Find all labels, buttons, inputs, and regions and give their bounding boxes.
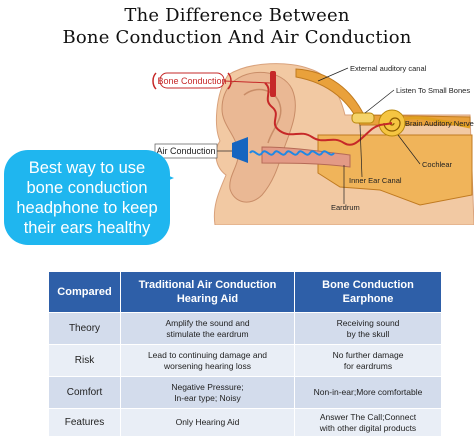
table-row: Comfort Negative Pressure;In-ear type; N… <box>48 376 442 409</box>
title-line-1: The Difference Between <box>124 5 350 26</box>
cell-line: Receiving sound <box>336 317 400 328</box>
row-label: Comfort <box>48 376 121 409</box>
label-brain-auditory-nerve: Brain Auditory Nerve <box>405 119 474 128</box>
small-bones-icon <box>351 112 375 124</box>
bubble-line-4: their ears healthy <box>23 219 151 237</box>
label-eardrum: Eardrum <box>331 203 360 212</box>
label-bone-conduction: Bone Conduction <box>157 76 226 86</box>
comparison-table: Compared Traditional Air Conduction Hear… <box>48 271 442 437</box>
label-inner-ear-canal: Inner Ear Canal <box>349 176 402 185</box>
auditory-nerve <box>403 116 471 129</box>
header-traditional-line-1: Traditional Air Conduction <box>138 279 277 291</box>
bone-conduction-path <box>264 82 393 146</box>
header-bone-line-2: Earphone <box>342 293 394 305</box>
cell-line: Amplify the sound and <box>165 317 250 328</box>
cell-line: worsening hearing loss <box>164 360 251 371</box>
cell-line: Answer The Call;Connect <box>319 411 417 422</box>
bubble-line-3: headphone to keep <box>16 199 158 217</box>
air-cell: Only Hearing Aid <box>120 408 295 437</box>
header-bone-line-1: Bone Conduction <box>322 279 414 291</box>
row-label: Risk <box>48 344 121 377</box>
outer-ear <box>221 71 296 203</box>
cell-line: Negative Pressure; <box>171 381 244 392</box>
ear-anatomy-diagram: Bone Conduction External auditory canal … <box>152 63 474 225</box>
label-air-conduction: Air Conduction <box>156 146 215 156</box>
cell-line: No further damage <box>332 349 404 360</box>
ear-canal <box>261 146 351 168</box>
temporal-bone <box>317 134 473 206</box>
bubble-line-2: bone conduction <box>26 179 148 197</box>
bone-headphone-icon <box>270 71 276 97</box>
header-traditional: Traditional Air Conduction Hearing Aid <box>120 271 295 313</box>
cell-line: Only Hearing Aid <box>175 417 240 427</box>
header-bone: Bone Conduction Earphone <box>294 271 442 313</box>
label-cochlear: Cochlear <box>422 160 453 169</box>
cell-line: by the skull <box>346 328 390 339</box>
cell-line: Lead to continuing damage and <box>147 349 268 360</box>
label-listen-to-small-bones: Listen To Small Bones <box>396 86 470 95</box>
cell-line: with other digital products <box>319 422 417 433</box>
skull-bone <box>295 68 471 126</box>
label-external-auditory-canal: External auditory canal <box>350 64 427 73</box>
table-header-row: Compared Traditional Air Conduction Hear… <box>48 271 442 313</box>
cell-line: Non-in-ear;More comfortable <box>313 387 423 397</box>
air-cell: Negative Pressure;In-ear type; Noisy <box>120 376 295 409</box>
sound-wave-left-icon <box>152 72 157 90</box>
cell-line: for eardrums <box>343 360 393 371</box>
bone-cell: Non-in-ear;More comfortable <box>294 376 442 409</box>
table-row: Features Only Hearing Aid Answer The Cal… <box>48 408 442 437</box>
row-label: Features <box>48 408 121 437</box>
header-compared: Compared <box>48 271 121 313</box>
row-label: Theory <box>48 312 121 345</box>
air-speaker-icon <box>232 137 248 163</box>
ear-fold <box>243 88 282 144</box>
bubble-line-1: Best way to use <box>28 159 146 177</box>
cell-line: stimulate the eardrum <box>166 328 249 339</box>
title-line-2: Bone Conduction And Air Conduction <box>62 27 412 48</box>
cell-line: In-ear type; Noisy <box>174 392 241 403</box>
speech-bubble: Best way to use bone conduction headphon… <box>4 150 170 245</box>
header-traditional-line-2: Hearing Aid <box>176 293 239 305</box>
air-conduction-path <box>249 150 335 156</box>
